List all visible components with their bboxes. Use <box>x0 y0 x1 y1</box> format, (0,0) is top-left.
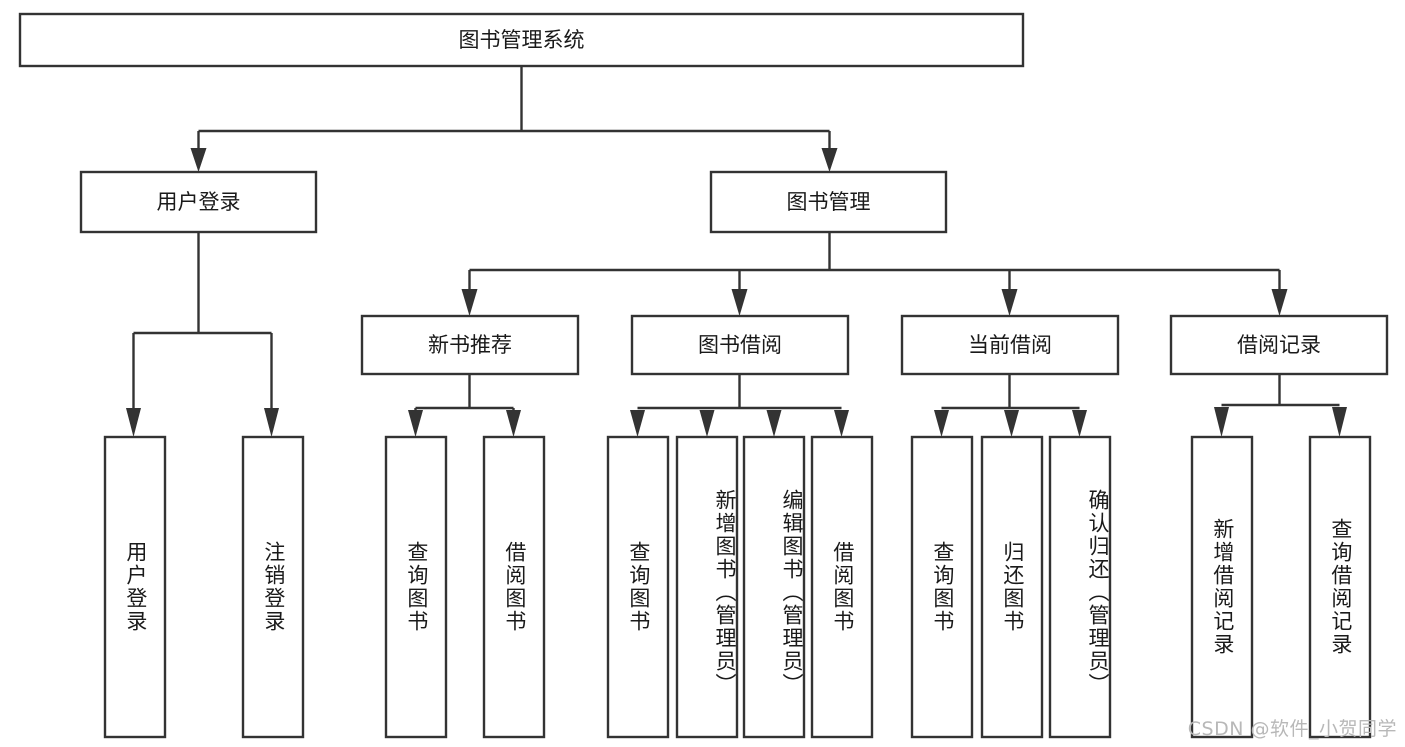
arrow-to-leaf-user-login <box>126 408 141 437</box>
arrow-currentborrow-leaf-1 <box>934 410 949 437</box>
node-book-management[interactable] <box>709 170 948 234</box>
leaf-add-book-admin[interactable] <box>675 435 739 739</box>
arrow-newbook-leaf-2 <box>506 410 521 437</box>
leaf-borrow-book-newbook[interactable] <box>482 435 546 739</box>
leaf-query-book-borrow[interactable] <box>606 435 670 739</box>
node-label-new-book-recommendation: 新书推荐 <box>428 333 512 357</box>
arrow-borrowrecord-leaf-2 <box>1332 407 1347 437</box>
node-new-book-recommendation[interactable] <box>360 314 580 376</box>
node-label-book-management: 图书管理 <box>787 190 871 214</box>
arrow-to-user-login <box>190 148 207 172</box>
connector-layer <box>126 66 1347 437</box>
node-user-login[interactable] <box>79 170 318 234</box>
arrow-to-leaf-logout <box>264 408 279 437</box>
leaf-add-borrow-record[interactable] <box>1190 435 1254 739</box>
arrow-borrowrecord-leaf-1 <box>1214 407 1229 437</box>
arrow-currentborrow-leaf-3 <box>1072 410 1087 437</box>
leaf-borrow-book[interactable] <box>810 435 874 739</box>
arrow-bookborrow-leaf-1 <box>630 410 645 437</box>
node-label-current-borrow: 当前借阅 <box>968 333 1052 357</box>
leaf-query-book-newbook[interactable] <box>384 435 448 739</box>
arrow-bookborrow-leaf-3 <box>766 410 782 437</box>
node-layer: 图书管理系统 用户登录 图书管理 新书推荐 图书借阅 当前借阅 借阅记录 <box>18 12 1389 739</box>
leaf-logout[interactable] <box>241 435 305 739</box>
node-borrow-record[interactable] <box>1169 314 1389 376</box>
arrow-newbook-leaf-1 <box>408 410 423 437</box>
leaf-query-book-current[interactable] <box>910 435 974 739</box>
arrow-bookborrow-leaf-4 <box>834 410 849 437</box>
leaf-confirm-return-admin[interactable] <box>1048 435 1112 739</box>
node-label-borrow-record: 借阅记录 <box>1237 333 1321 357</box>
node-label-root: 图书管理系统 <box>459 28 585 52</box>
watermark-text: CSDN @软件_小贺同学 <box>1187 718 1397 740</box>
node-book-borrow[interactable] <box>630 314 850 376</box>
leaf-query-borrow-record[interactable] <box>1308 435 1372 739</box>
arrow-to-new-book-rec <box>461 289 478 316</box>
arrow-bookborrow-leaf-2 <box>699 410 715 437</box>
leaf-edit-book-admin[interactable] <box>742 435 806 739</box>
arrow-to-current-borrow <box>1001 289 1018 316</box>
arrow-to-book-mgmt <box>821 148 838 172</box>
node-label-user-login: 用户登录 <box>157 190 241 214</box>
node-label-book-borrow: 图书借阅 <box>698 333 782 357</box>
leaf-return-book[interactable] <box>980 435 1044 739</box>
leaf-user-login[interactable] <box>103 435 167 739</box>
arrow-currentborrow-leaf-2 <box>1004 410 1019 437</box>
arrow-to-borrow-record <box>1271 289 1288 316</box>
node-book-management-system[interactable] <box>18 12 1025 68</box>
arrow-to-book-borrow <box>731 289 748 316</box>
node-current-borrow[interactable] <box>900 314 1120 376</box>
